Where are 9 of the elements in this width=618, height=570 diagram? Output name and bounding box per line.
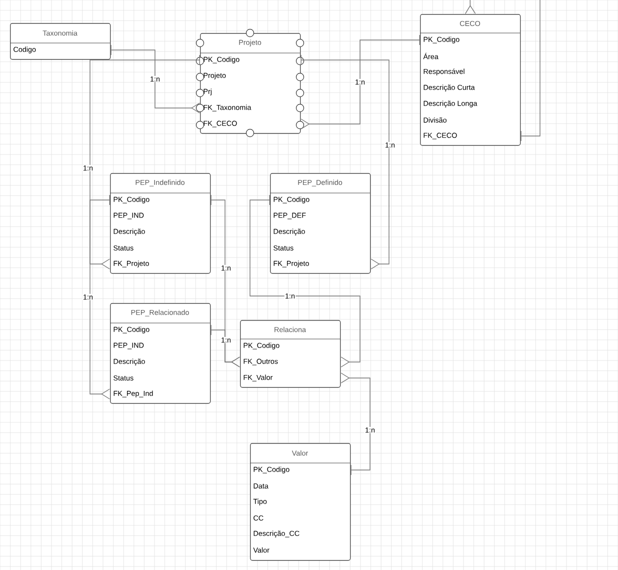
relationship-line xyxy=(465,0,540,142)
relationship-line xyxy=(340,372,370,476)
relationship-line xyxy=(210,324,240,368)
relationship-line xyxy=(300,34,420,130)
relationship-line xyxy=(90,54,200,270)
relationship-line xyxy=(90,194,110,400)
relationship-line xyxy=(110,44,200,114)
relationship-line xyxy=(250,194,360,368)
relationship-line xyxy=(300,54,390,270)
